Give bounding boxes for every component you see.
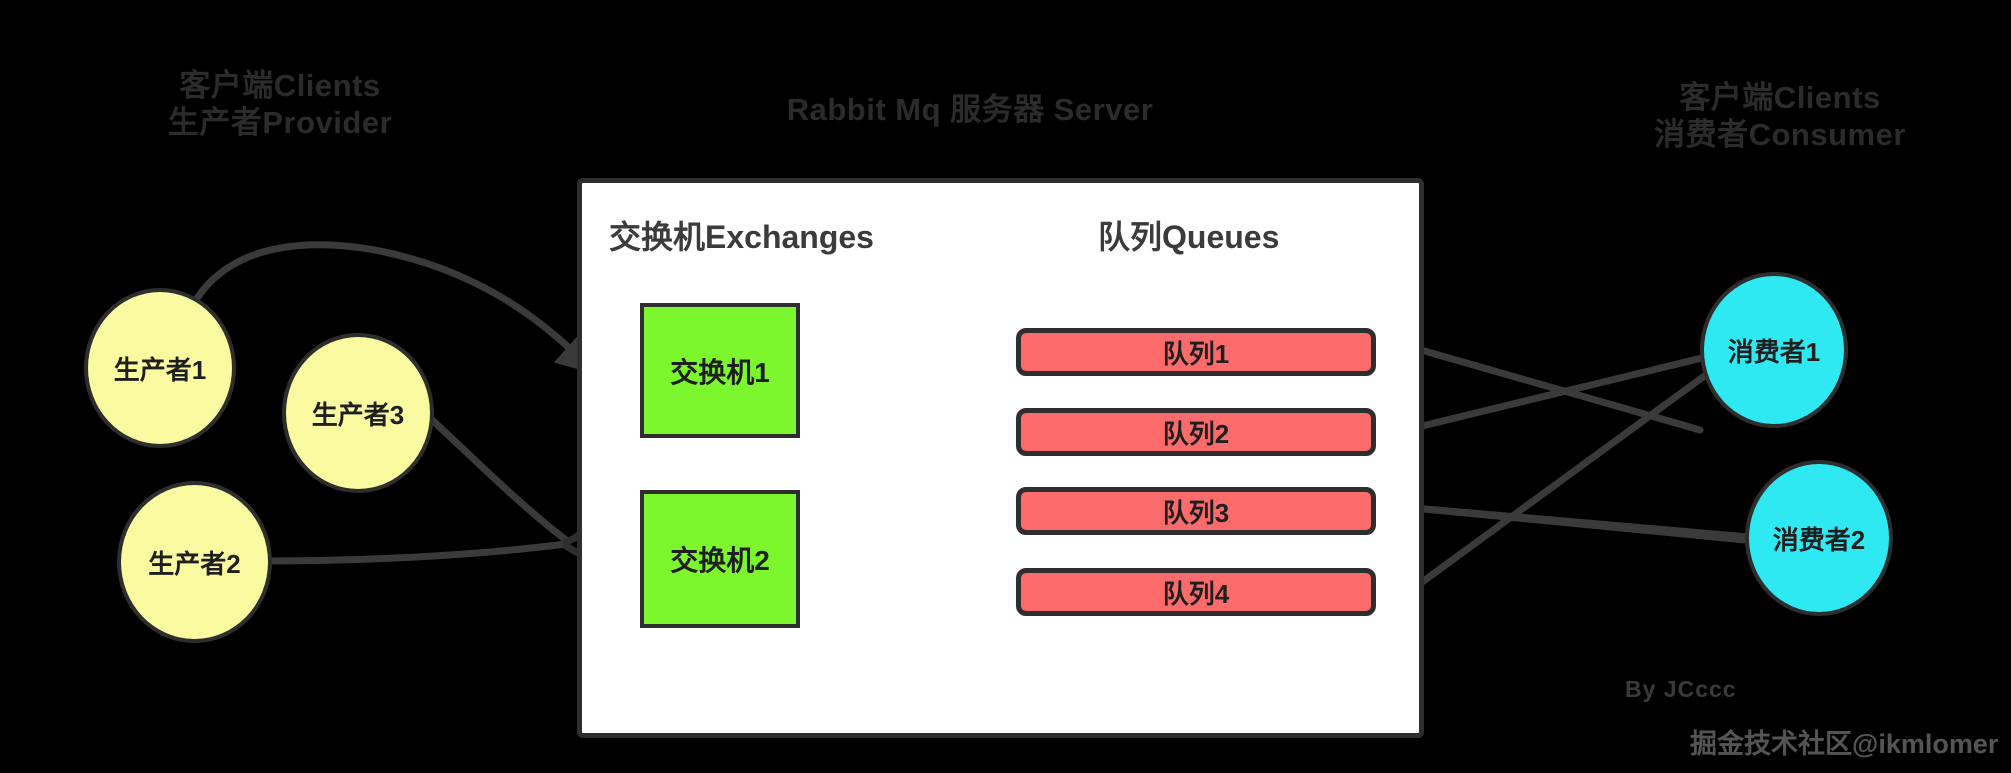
queue-box-2[interactable]: 队列2: [1016, 408, 1376, 456]
producer-node-2[interactable]: 生产者2: [117, 481, 272, 643]
queue-box-3[interactable]: 队列3: [1016, 487, 1376, 535]
consumer-node-2[interactable]: 消费者2: [1745, 460, 1893, 616]
queues-section-title: 队列Queues: [1098, 219, 1280, 255]
queue-box-4[interactable]: 队列4: [1016, 568, 1376, 616]
producer-node-3[interactable]: 生产者3: [282, 333, 434, 493]
consumer-node-1[interactable]: 消费者1: [1700, 272, 1848, 428]
exchanges-section-title: 交换机Exchanges: [609, 219, 874, 255]
header-clients-consumer: 客户端Clients 消费者Consumer: [1654, 80, 1906, 152]
watermark-author: By JCccc: [1625, 676, 1737, 702]
queue-box-1[interactable]: 队列1: [1016, 328, 1376, 376]
watermark-site: 掘金技术社区@ikmlomer: [1690, 729, 1999, 759]
exchange-box-2[interactable]: 交换机2: [640, 490, 800, 628]
producer-node-1[interactable]: 生产者1: [84, 288, 236, 448]
exchange-box-1[interactable]: 交换机1: [640, 303, 800, 438]
header-clients-provider: 客户端Clients 生产者Provider: [167, 68, 393, 140]
rabbitmq-server-panel: [577, 178, 1424, 738]
header-rabbitmq-server: Rabbit Mq 服务器 Server: [786, 92, 1154, 127]
